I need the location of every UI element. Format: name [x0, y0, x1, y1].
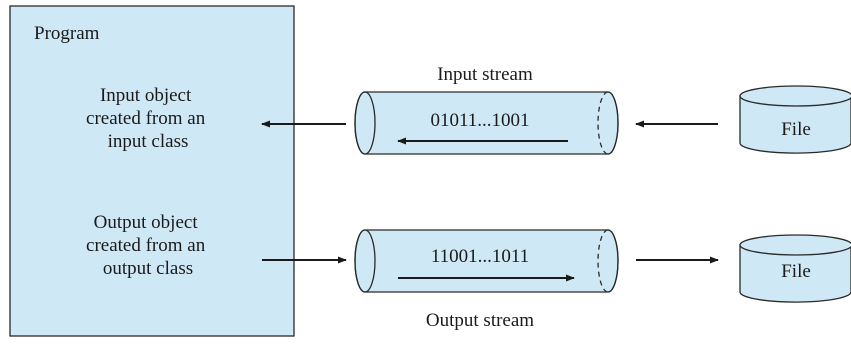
input-stream-tube: [354, 91, 619, 155]
program-title: Program: [34, 23, 100, 44]
input-file-cylinder: [739, 85, 851, 154]
output-stream-tube: [354, 229, 619, 293]
program-box: [9, 5, 295, 337]
output-file-label: File: [781, 261, 811, 282]
input-file-label: File: [781, 119, 811, 140]
input-stream-label: Input stream: [437, 64, 533, 85]
output-object-label: Output object created from an output cla…: [86, 212, 210, 279]
output-stream-bits: 11001...1011: [431, 246, 529, 267]
input-object-label: Input object created from an input class: [86, 85, 210, 152]
output-file-cylinder: [739, 234, 851, 303]
output-stream-label: Output stream: [426, 310, 534, 331]
input-stream-bits: 01011...1001: [430, 110, 529, 131]
